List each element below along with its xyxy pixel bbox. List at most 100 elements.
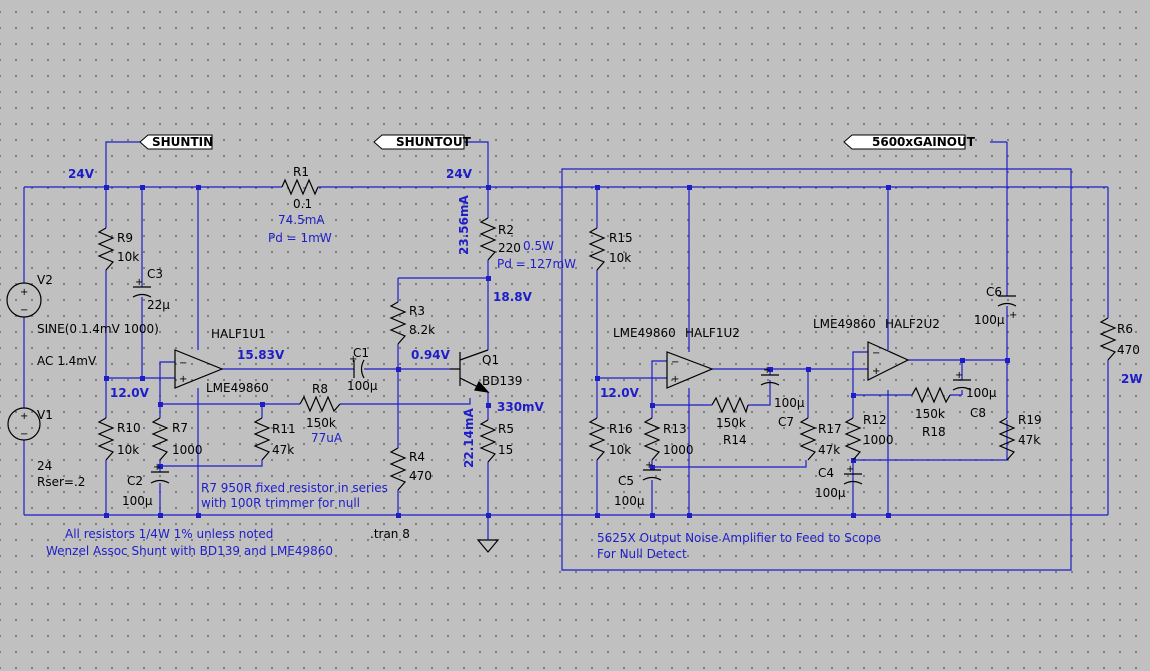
svg-text:with 100R trimmer for null: with 100R trimmer for null [201,496,360,510]
svg-text:C8: C8 [970,406,986,420]
svg-text:−: − [179,358,187,369]
svg-text:74.5mA: 74.5mA [278,213,325,227]
capacitor-c7: + [760,365,780,386]
resistor-r1 [281,178,319,196]
resistor-r18 [911,386,951,404]
resistor-r3 [389,301,407,345]
svg-text:100µ: 100µ [815,486,846,500]
svg-text:470: 470 [1117,343,1140,357]
svg-text:150k: 150k [716,416,746,430]
svg-text:R19: R19 [1018,413,1042,427]
svg-text:C4: C4 [818,466,834,480]
resistor-r4 [389,447,407,491]
svg-text:150k: 150k [306,416,336,430]
svg-text:R17: R17 [818,422,842,436]
svg-text:2W: 2W [1121,372,1143,386]
svg-text:BD139: BD139 [482,374,522,388]
svg-text:HALF1U1: HALF1U1 [211,327,266,341]
svg-text:+: + [645,460,653,471]
svg-text:+: + [179,374,187,385]
svg-text:Rser=.2: Rser=.2 [37,475,85,489]
resistor-r16 [588,417,606,461]
capacitor-c4: + [843,464,863,485]
ground-symbol [476,539,500,553]
svg-text:C7: C7 [778,415,794,429]
svg-text:47k: 47k [818,443,840,457]
svg-text:R18: R18 [922,425,946,439]
svg-text:10k: 10k [117,250,139,264]
svg-text:AC 1.4mV: AC 1.4mV [37,354,97,368]
svg-text:+: + [20,287,28,298]
svg-text:8.2k: 8.2k [409,323,435,337]
svg-text:LME49860: LME49860 [813,317,876,331]
svg-text:SHUNTOUT: SHUNTOUT [396,135,472,149]
svg-text:−: − [20,429,28,440]
voltage-source-v2: + − [6,282,42,318]
svg-text:R10: R10 [117,421,141,435]
svg-text:R12: R12 [863,413,887,427]
svg-text:12.0V: 12.0V [600,386,640,400]
svg-text:5625X Output Noise Amplifier t: 5625X Output Noise Amplifier to Feed to … [597,531,881,545]
resistor-r10 [97,417,115,461]
svg-text:R16: R16 [609,422,633,436]
svg-text:R8: R8 [312,382,328,396]
resistor-r12 [844,417,862,461]
resistor-r19 [998,417,1016,461]
svg-text:0.94V: 0.94V [411,348,451,362]
svg-text:100µ: 100µ [347,379,378,393]
svg-text:R14: R14 [723,433,747,447]
svg-text:R15: R15 [609,231,633,245]
resistor-r2 [479,217,497,261]
schematic-notes: R7 950R fixed resistor in series with 10… [46,481,881,561]
svg-text:HALF1U2: HALF1U2 [685,326,740,340]
svg-text:24: 24 [37,459,52,473]
capacitor-c5: + [642,460,662,481]
resistor-r5 [479,419,497,463]
svg-text:+: + [20,411,28,422]
wires [23,141,1109,571]
svg-text:V2: V2 [37,273,53,287]
svg-text:All resistors 1/4W 1% unless n: All resistors 1/4W 1% unless noted [65,527,273,541]
svg-text:V1: V1 [37,408,53,422]
svg-text:−: − [872,348,880,359]
svg-text:SHUNTIN: SHUNTIN [152,135,213,149]
svg-text:C6: C6 [986,285,1002,299]
capacitor-c8: + [952,370,972,391]
svg-text:100µ: 100µ [774,396,805,410]
svg-text:47k: 47k [1018,433,1040,447]
svg-text:18.8V: 18.8V [493,290,533,304]
svg-text:LME49860: LME49860 [206,381,269,395]
opamp-u2b: − + [867,341,910,381]
svg-text:+: + [872,366,880,377]
svg-text:C5: C5 [618,474,634,488]
svg-text:15.83V: 15.83V [237,348,285,362]
svg-text:R3: R3 [409,304,425,318]
svg-text:12.0V: 12.0V [110,386,150,400]
svg-text:10k: 10k [117,443,139,457]
resistor-r11 [253,417,271,461]
resistor-r7 [151,417,169,461]
resistor-r8 [299,395,341,413]
svg-text:R9: R9 [117,231,133,245]
svg-text:0.1: 0.1 [293,197,312,211]
net-flag-shuntin: SHUNTIN [139,134,213,150]
svg-text:47k: 47k [272,443,294,457]
svg-text:R6: R6 [1117,322,1133,336]
svg-text:100µ: 100µ [614,494,645,508]
svg-text:For Null Detect: For Null Detect [597,547,687,561]
resistor-r17 [799,417,817,461]
svg-text:SINE(0 1.4mV 1000): SINE(0 1.4mV 1000) [37,322,159,336]
net-flag-gainout: 5600xGAINOUT [843,134,976,150]
svg-text:24V: 24V [446,167,473,181]
svg-text:Pd = 127mW: Pd = 127mW [497,257,576,271]
svg-text:R11: R11 [272,422,296,436]
svg-text:+: + [955,370,963,381]
svg-text:HALF2U2: HALF2U2 [885,317,940,331]
svg-text:+: + [153,462,161,473]
svg-text:C2: C2 [127,474,143,488]
svg-text:R4: R4 [409,450,425,464]
svg-text:+: + [349,354,357,365]
net-flag-shuntout: SHUNTOUT [373,134,472,150]
svg-text:100µ: 100µ [122,494,153,508]
